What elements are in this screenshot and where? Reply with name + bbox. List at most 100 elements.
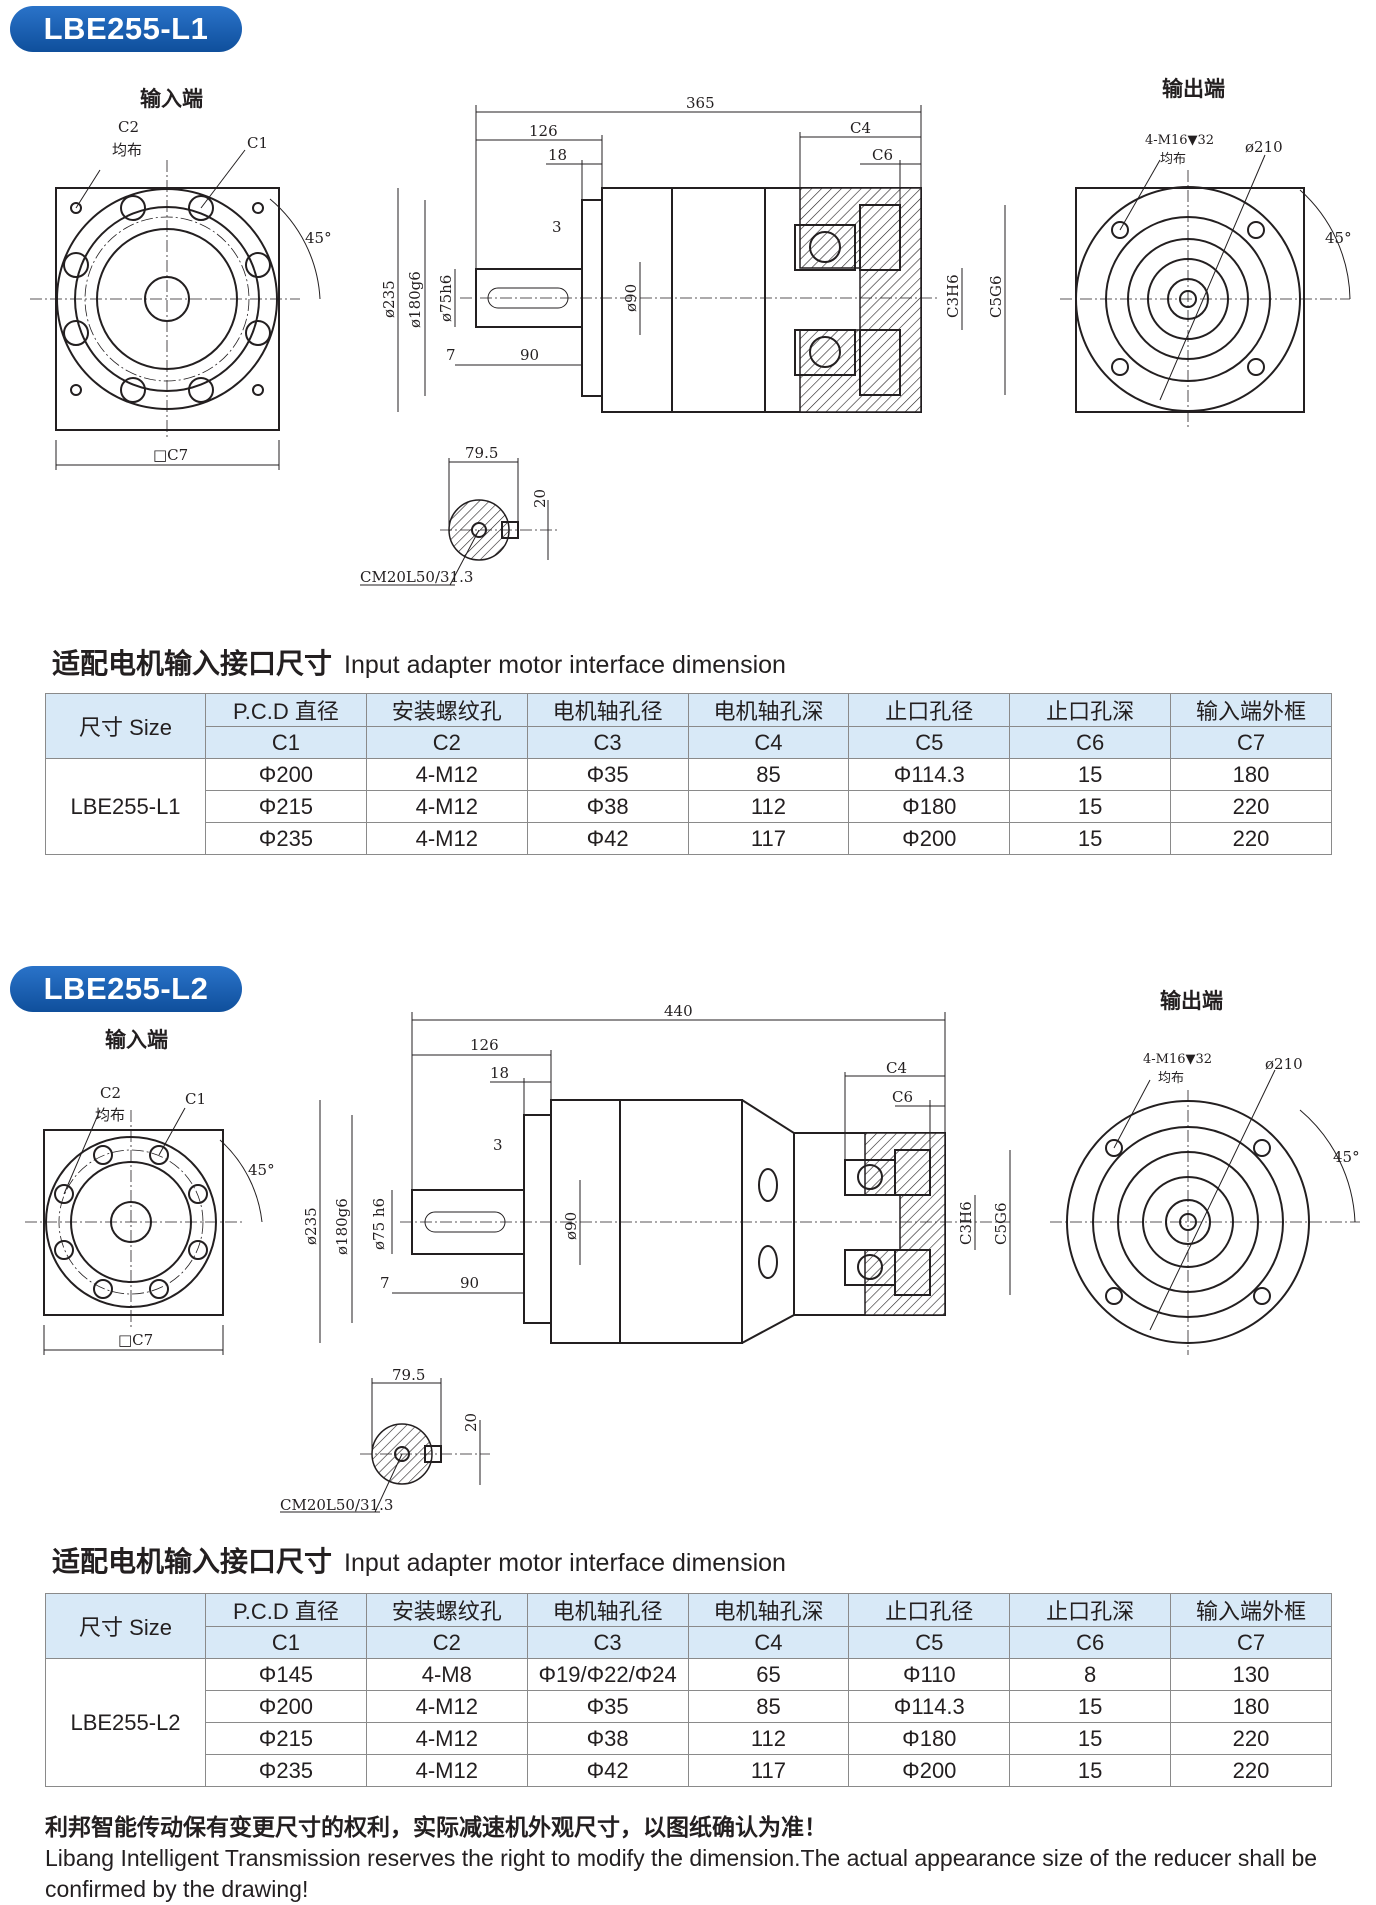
dim-d75: ø75 h6	[370, 1198, 388, 1250]
table-cell: 180	[1170, 1690, 1332, 1723]
column-header: 输入端外框	[1170, 1593, 1332, 1627]
c1-label: C1	[247, 134, 268, 152]
column-header: 止口孔深	[1009, 1593, 1172, 1627]
dim-18: 18	[548, 146, 567, 164]
column-code: C6	[1009, 726, 1172, 759]
column-header: 安装螺纹孔	[365, 1593, 528, 1627]
column-code: C7	[1170, 1626, 1332, 1659]
model-badge: LBE255-L1	[10, 6, 242, 52]
table-cell: 15	[1009, 758, 1172, 791]
dim-d75: ø75h6	[437, 275, 455, 322]
size-header: 尺寸 Size	[45, 1593, 206, 1659]
column-code: C4	[687, 726, 850, 759]
table-cell: 15	[1009, 790, 1172, 823]
table-cell: 130	[1170, 1658, 1332, 1691]
dim-7: 7	[446, 346, 456, 364]
bolt-label: 4-M16▼32	[1143, 1052, 1212, 1067]
dim-c4: C4	[886, 1059, 907, 1077]
table-cell: 15	[1009, 1722, 1172, 1755]
model-cell: LBE255-L2	[45, 1658, 206, 1787]
dim-d235: ø235	[302, 1207, 320, 1245]
table-cell: Φ215	[205, 790, 367, 823]
l2-key-detail: 79.5 20 CM20L50/31.3	[280, 1366, 490, 1514]
dim-18: 18	[490, 1064, 509, 1082]
table-cell: 85	[687, 1690, 850, 1723]
table-cell: 4-M12	[365, 758, 528, 791]
table-cell: 4-M12	[365, 1690, 528, 1723]
table-cell: 112	[687, 790, 850, 823]
table-cell: 220	[1170, 822, 1332, 855]
bolt-sub-label: 均布	[1160, 152, 1186, 167]
heading-cn: 适配电机输入接口尺寸	[52, 648, 333, 679]
c1-label: C1	[185, 1090, 206, 1108]
column-header: P.C.D 直径	[205, 693, 367, 727]
angle-label: 45°	[1333, 1148, 1360, 1166]
dim-126: 126	[470, 1036, 499, 1054]
table-cell: Φ200	[205, 1690, 367, 1723]
l2-input-view: 输入端 C2 均布 C1 45° □C7	[25, 1028, 275, 1355]
l1-output-view: 输出端 4-M16▼32 均布 ø210 45°	[1060, 77, 1352, 430]
bolt-label: 4-M16▼32	[1145, 133, 1214, 148]
column-header: 电机轴孔径	[526, 1593, 689, 1627]
table-cell: 15	[1009, 1690, 1172, 1723]
dim-c6: C6	[892, 1088, 913, 1106]
column-code: C7	[1170, 726, 1332, 759]
dim-d90: ø90	[622, 284, 640, 312]
size-header: 尺寸 Size	[45, 693, 206, 759]
disclaimer-en: Libang Intelligent Transmission reserves…	[45, 1845, 1318, 1902]
key-width-label: 79.5	[392, 1366, 425, 1384]
column-header: 电机轴孔深	[687, 693, 850, 727]
column-code: C4	[687, 1626, 850, 1659]
column-header: 输入端外框	[1170, 693, 1332, 727]
dim-c6: C6	[872, 146, 893, 164]
dim-total-length: 365	[686, 94, 715, 112]
angle-label: 45°	[1325, 229, 1352, 247]
output-end-label: 输出端	[1162, 77, 1225, 101]
table-cell: Φ200	[848, 822, 1011, 855]
heading-en: Input adapter motor interface dimension	[344, 651, 786, 679]
section-heading: 适配电机输入接口尺寸 Input adapter motor interface …	[52, 1540, 786, 1580]
output-end-label: 输出端	[1160, 989, 1223, 1013]
c2-label: C2	[118, 118, 139, 136]
l1-side-view: 365 126 18 C4 C6 3 ø235 ø180g6 ø75h6 ø90…	[380, 94, 1006, 413]
dim-7: 7	[380, 1274, 390, 1292]
table-cell: 8	[1009, 1658, 1172, 1691]
c2-sub-label: 均布	[112, 141, 142, 159]
heading-cn: 适配电机输入接口尺寸	[52, 1546, 333, 1577]
model-badge: LBE255-L2	[10, 966, 242, 1012]
table-cell: 4-M12	[365, 1754, 528, 1787]
key-20-label: 20	[531, 489, 549, 508]
column-header: 电机轴孔深	[687, 1593, 850, 1627]
dim-90: 90	[520, 346, 539, 364]
table-cell: 4-M12	[365, 822, 528, 855]
c2-label: C2	[100, 1084, 121, 1102]
column-code: C5	[848, 726, 1011, 759]
table-cell: 4-M12	[365, 1722, 528, 1755]
angle-label: 45°	[248, 1161, 275, 1179]
key-width-label: 79.5	[465, 444, 498, 462]
column-code: C1	[205, 1626, 367, 1659]
heading-en: Input adapter motor interface dimension	[344, 1549, 786, 1577]
table-cell: Φ180	[848, 1722, 1011, 1755]
center-hole-label: CM20L50/31.3	[280, 1496, 393, 1514]
table-cell: Φ42	[526, 822, 689, 855]
table-cell: Φ200	[848, 1754, 1011, 1787]
column-code: C1	[205, 726, 367, 759]
table-cell: Φ110	[848, 1658, 1011, 1691]
d210-label: ø210	[1245, 138, 1283, 156]
c2-sub-label: 均布	[95, 1106, 125, 1124]
table-cell: 85	[687, 758, 850, 791]
dim-d90: ø90	[562, 1212, 580, 1240]
table-cell: Φ114.3	[848, 758, 1011, 791]
table-cell: 220	[1170, 790, 1332, 823]
dim-126: 126	[529, 122, 558, 140]
